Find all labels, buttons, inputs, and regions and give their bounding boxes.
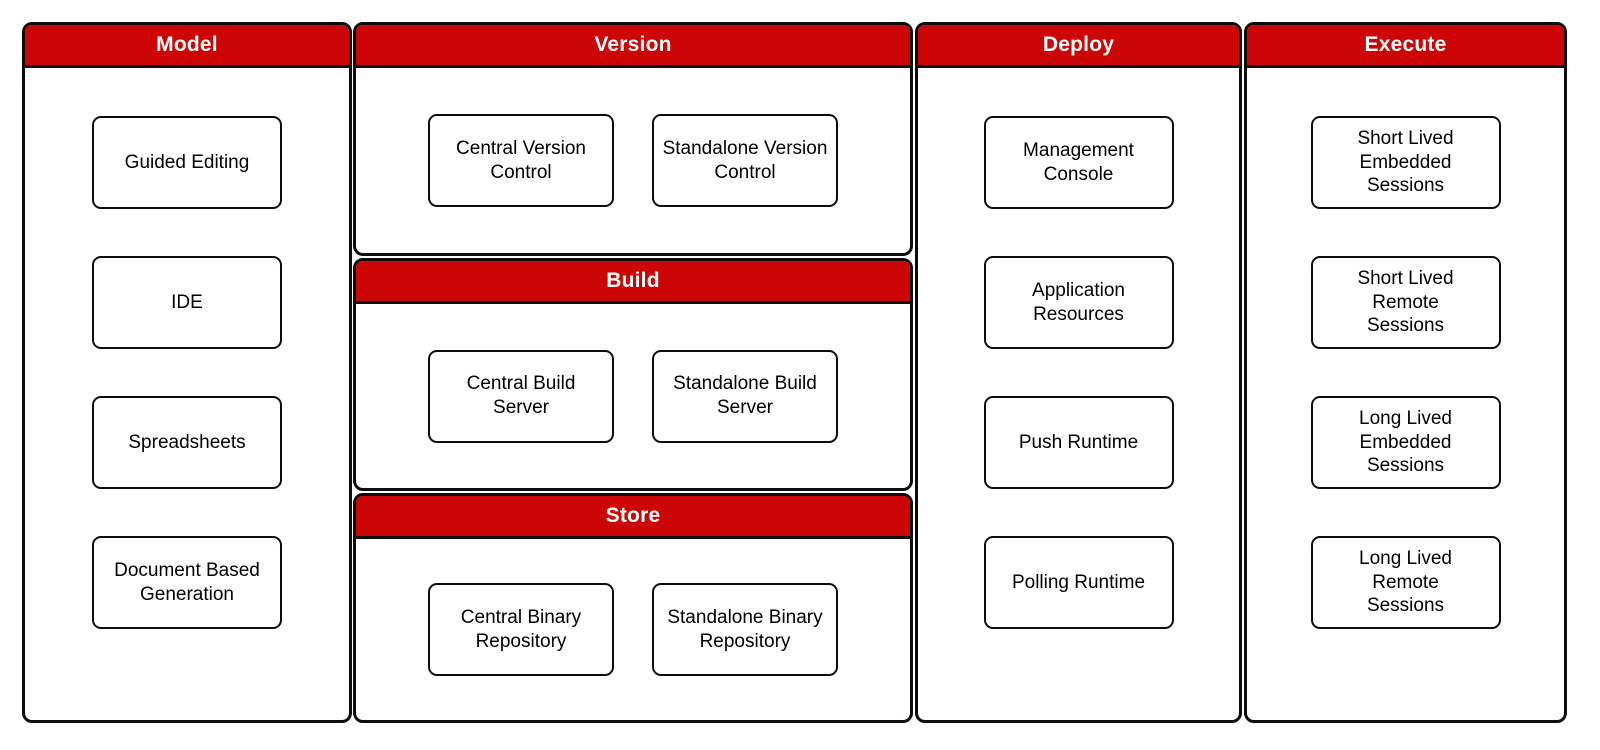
node-short-lived-remote-sessions: Short Lived Remote Sessions bbox=[1310, 256, 1501, 349]
node-central-version-control: Central Version Control bbox=[428, 114, 614, 207]
section-store-body: Central Binary Repository Standalone Bin… bbox=[356, 539, 910, 720]
column-deploy: Deploy Management Console Application Re… bbox=[915, 22, 1242, 723]
node-standalone-build-server: Standalone Build Server bbox=[652, 349, 838, 443]
node-long-lived-remote-sessions: Long Lived Remote Sessions bbox=[1310, 536, 1501, 629]
section-version-body: Central Version Control Standalone Versi… bbox=[356, 68, 910, 253]
section-version: Version Central Version Control Standalo… bbox=[353, 22, 913, 256]
node-document-based-generation: Document Based Generation bbox=[92, 536, 282, 629]
column-model-body: Guided Editing IDE Spreadsheets Document… bbox=[25, 68, 349, 720]
node-standalone-version-control: Standalone Version Control bbox=[652, 114, 838, 207]
node-polling-runtime: Polling Runtime bbox=[983, 536, 1174, 629]
node-standalone-binary-repository: Standalone Binary Repository bbox=[652, 583, 838, 676]
column-deploy-body: Management Console Application Resources… bbox=[918, 68, 1239, 720]
column-execute: Execute Short Lived Embedded Sessions Sh… bbox=[1244, 22, 1567, 723]
node-guided-editing: Guided Editing bbox=[92, 116, 282, 209]
node-management-console: Management Console bbox=[983, 116, 1174, 209]
node-push-runtime: Push Runtime bbox=[983, 396, 1174, 489]
section-build-header: Build bbox=[356, 261, 910, 304]
section-build: Build Central Build Server Standalone Bu… bbox=[353, 258, 913, 491]
column-version-group: Version Central Version Control Standalo… bbox=[353, 22, 913, 723]
node-spreadsheets: Spreadsheets bbox=[92, 396, 282, 489]
node-long-lived-embedded-sessions: Long Lived Embedded Sessions bbox=[1310, 396, 1501, 489]
column-execute-header: Execute bbox=[1247, 25, 1564, 68]
column-model: Model Guided Editing IDE Spreadsheets Do… bbox=[22, 22, 352, 723]
section-store-header: Store bbox=[356, 496, 910, 539]
node-short-lived-embedded-sessions: Short Lived Embedded Sessions bbox=[1310, 116, 1501, 209]
node-central-build-server: Central Build Server bbox=[428, 349, 614, 443]
node-application-resources: Application Resources bbox=[983, 256, 1174, 349]
column-execute-body: Short Lived Embedded Sessions Short Live… bbox=[1247, 68, 1564, 720]
node-ide: IDE bbox=[92, 256, 282, 349]
section-build-body: Central Build Server Standalone Build Se… bbox=[356, 304, 910, 488]
column-deploy-header: Deploy bbox=[918, 25, 1239, 68]
section-version-header: Version bbox=[356, 25, 910, 68]
node-central-binary-repository: Central Binary Repository bbox=[428, 583, 614, 676]
section-store: Store Central Binary Repository Standalo… bbox=[353, 493, 913, 723]
column-model-header: Model bbox=[25, 25, 349, 68]
